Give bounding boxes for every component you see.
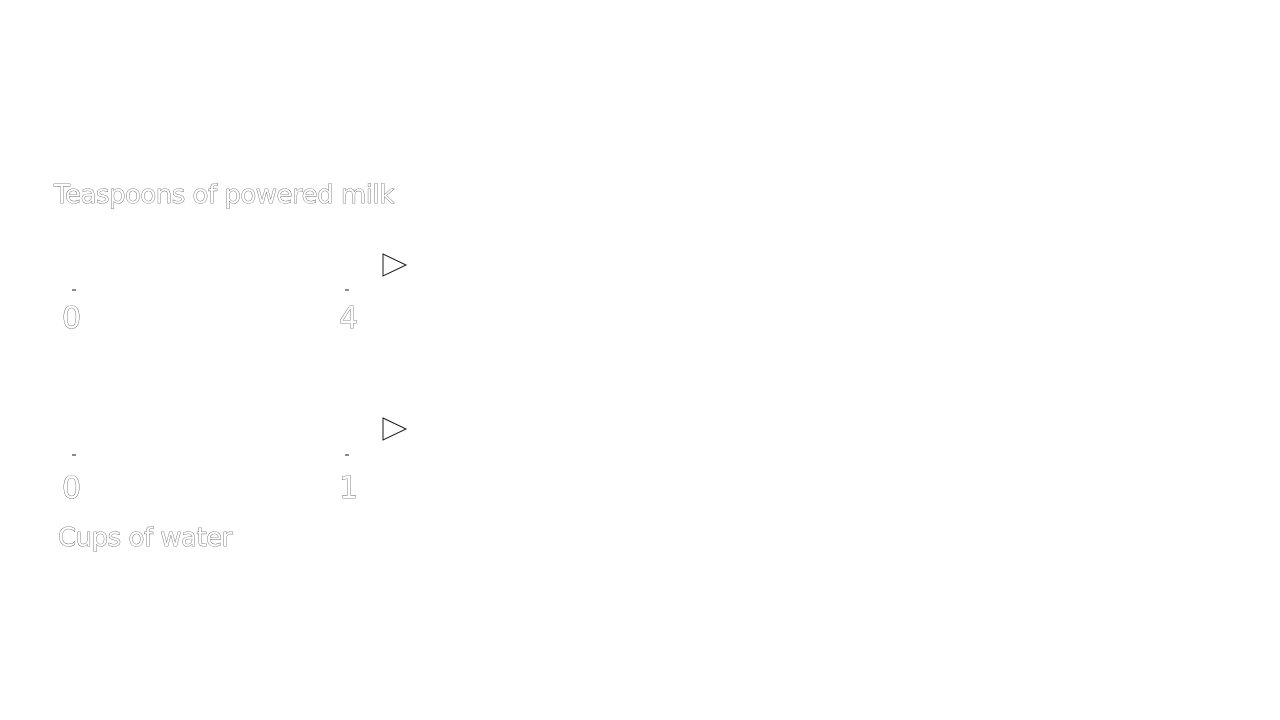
bottom-arrow-icon: [382, 417, 408, 441]
bottom-tick-label-1: 1: [339, 471, 358, 506]
top-line-label: Teaspoons of powered milk: [53, 180, 394, 210]
top-number-line: Teaspoons of powered milk 0 4: [53, 180, 408, 336]
bottom-number-line: 0 1 Cups of water: [58, 417, 408, 553]
top-arrow-icon: [382, 253, 408, 277]
bottom-tick-label-0: 0: [62, 471, 81, 506]
bottom-line-label: Cups of water: [58, 523, 233, 553]
top-tick-label-0: 0: [62, 301, 81, 336]
top-tick-label-1: 4: [339, 301, 358, 336]
